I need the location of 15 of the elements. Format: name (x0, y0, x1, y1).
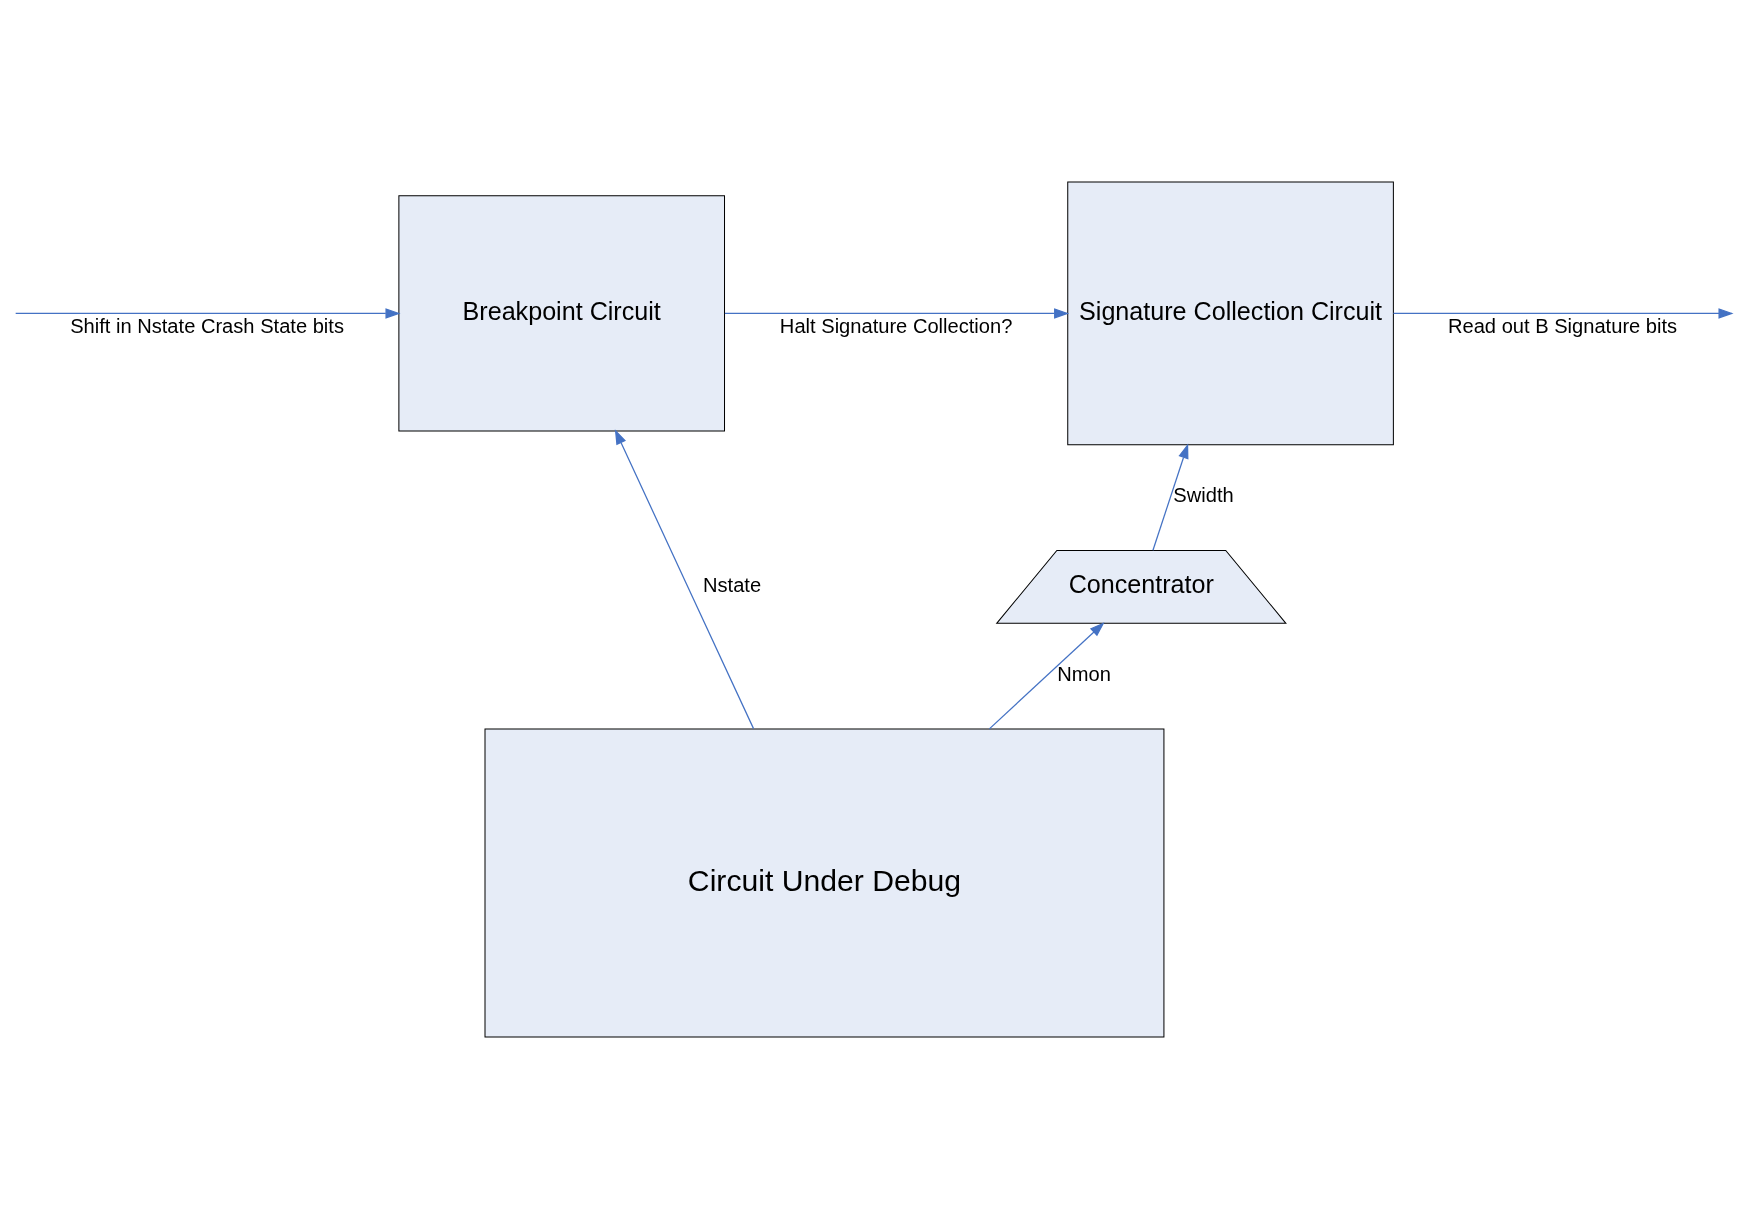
node-box: Circuit Under Debug (484, 727, 1164, 1037)
edge-label: Halt Signature Collection? (779, 314, 1012, 337)
node-box: Signature Collection Circuit (1066, 181, 1394, 445)
edge-label: Swidth (1172, 483, 1234, 506)
node-box: Breakpoint Circuit (397, 194, 725, 431)
arrow (1392, 307, 1734, 319)
edge-label: Nstate (702, 573, 761, 596)
edge-label: Shift in Nstate Crash State bits (69, 314, 344, 337)
arrow (988, 621, 1105, 729)
arrow (1151, 442, 1188, 551)
edge-label: Nmon (1056, 662, 1111, 685)
arrow (14, 307, 401, 319)
arrow (723, 307, 1069, 319)
arrow (614, 428, 754, 729)
edge-label: Read out B Signature bits (1447, 314, 1677, 337)
